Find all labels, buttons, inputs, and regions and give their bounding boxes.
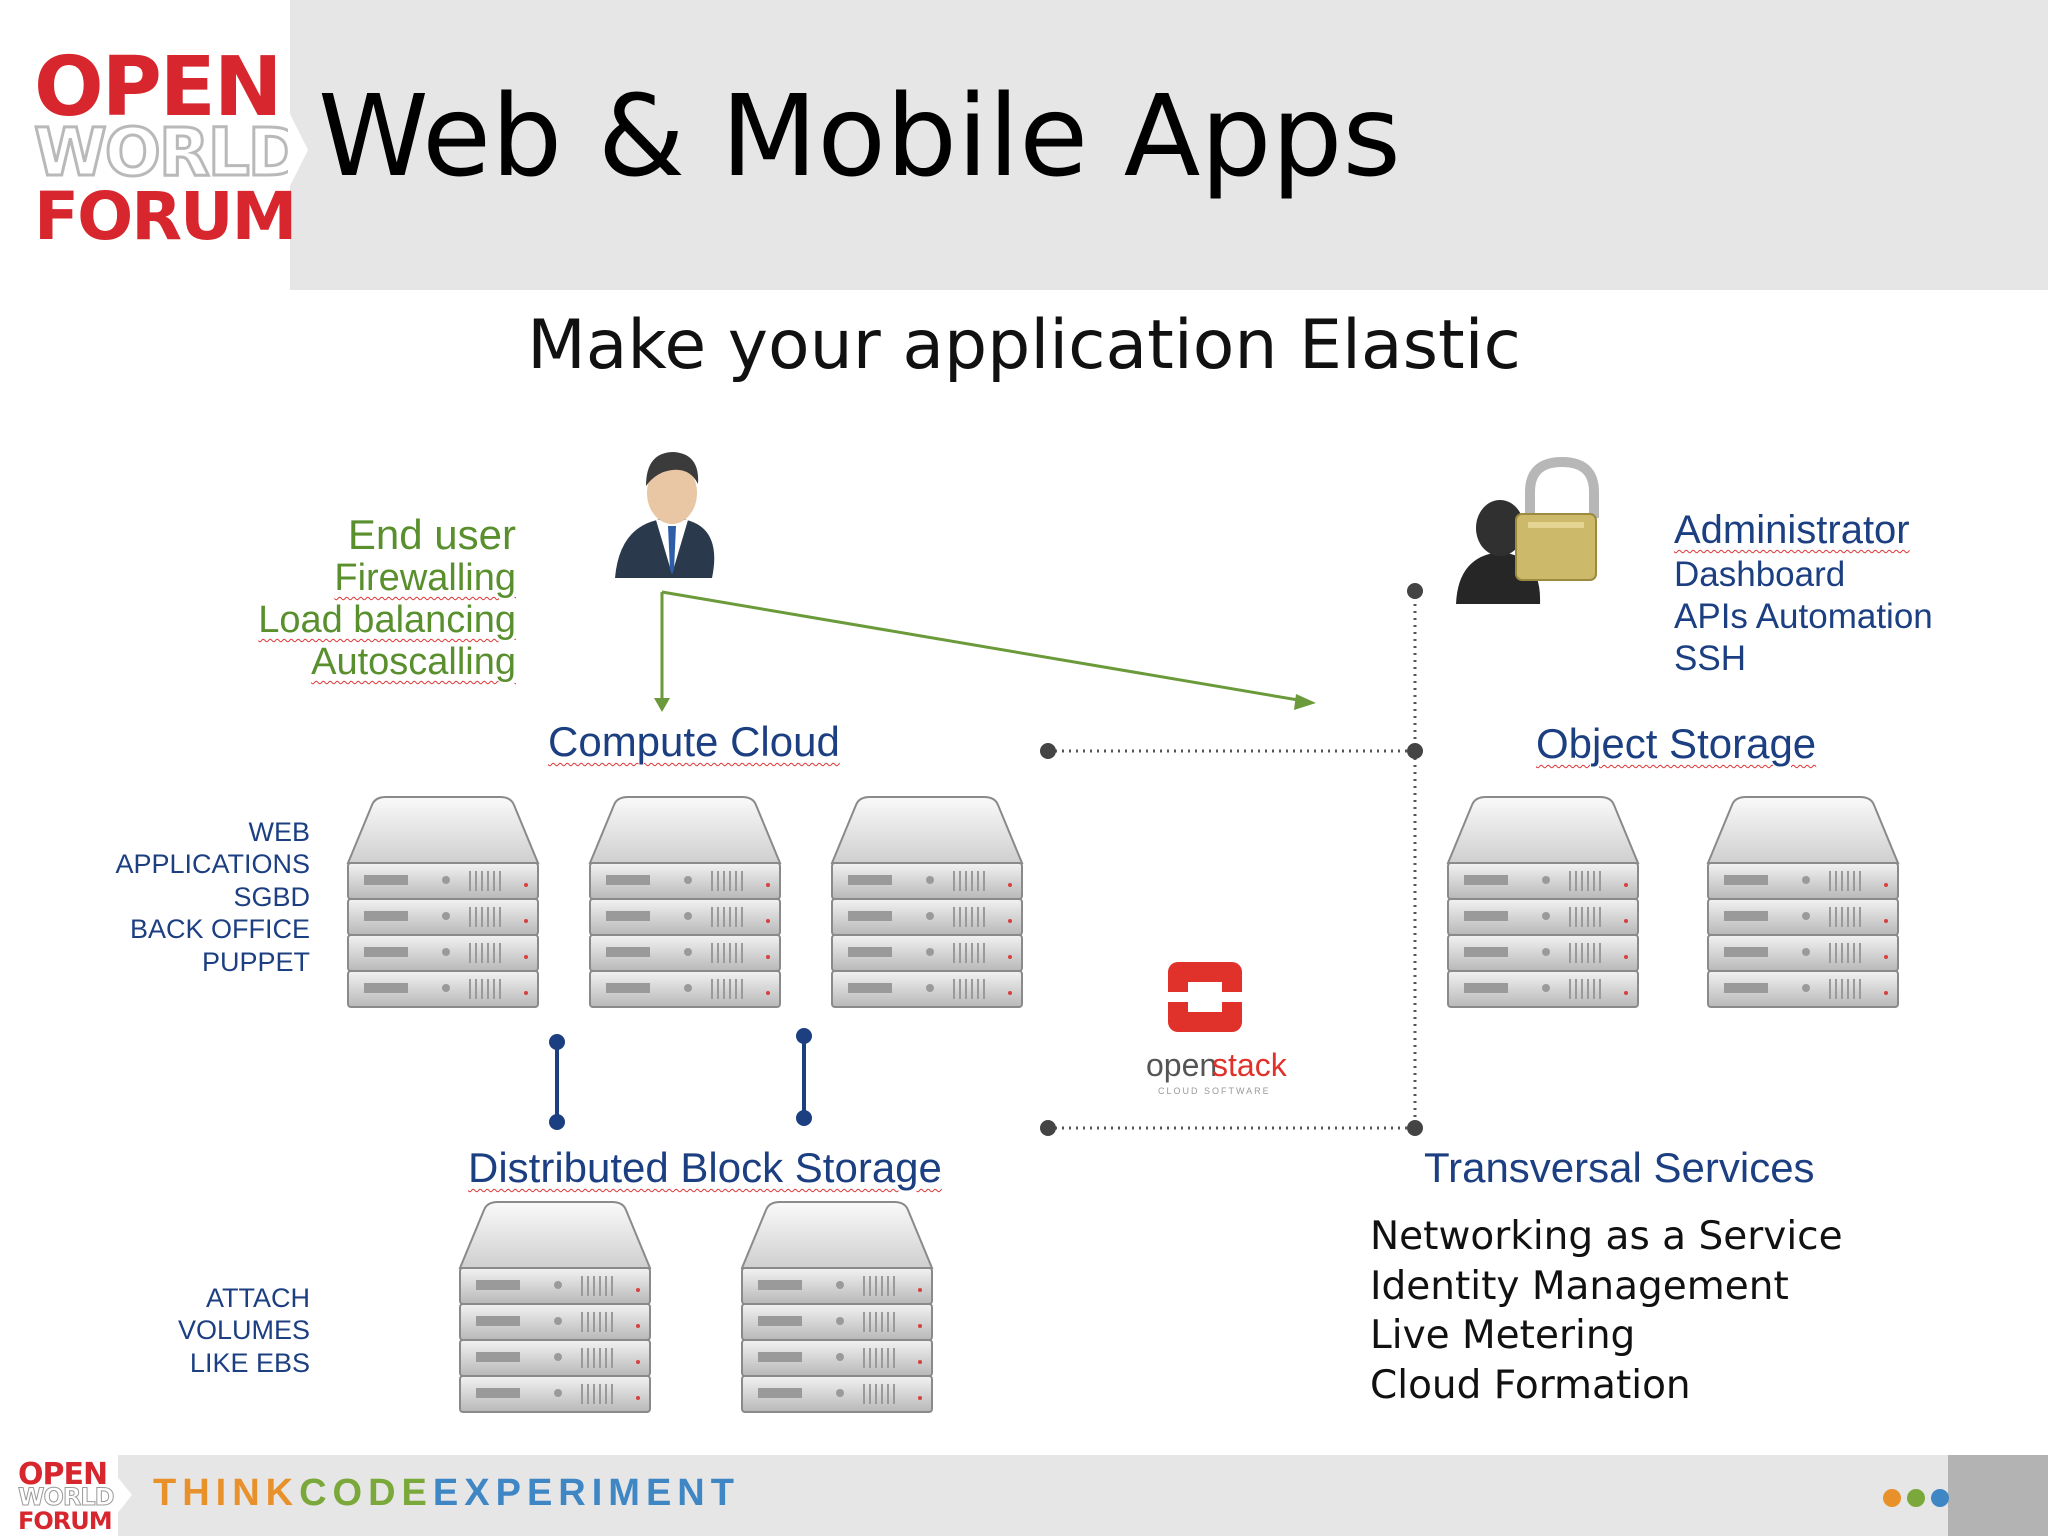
- footer-logo-forum: FORUM: [18, 1507, 113, 1535]
- footer-band: [0, 1455, 2048, 1536]
- header-notch: [288, 110, 308, 190]
- transversal-item: Live Metering: [1370, 1313, 1636, 1359]
- compute-label: SGBD: [233, 881, 310, 912]
- footer-notch: [116, 1475, 132, 1515]
- block-storage-label: LIKE EBS: [189, 1347, 310, 1378]
- open-world-forum-logo: OPEN WORLD FORUM: [0, 0, 304, 290]
- server-icon: [831, 796, 1023, 1008]
- object-storage-title: Object Storage: [1536, 720, 1817, 767]
- admin-lock-icon: [1456, 456, 1599, 604]
- tagline-think: THINK: [153, 1472, 300, 1514]
- block-storage-links: [555, 1036, 806, 1122]
- footer-logo-open: OPEN: [18, 1457, 108, 1492]
- compute-label: PUPPET: [201, 946, 310, 977]
- dotted-connectors: [1048, 590, 1417, 1130]
- compute-label: BACK OFFICE: [129, 914, 310, 945]
- transversal-services-list: Networking as a Service Identity Managem…: [1370, 1212, 1843, 1410]
- administrator-item: Dashboard: [1674, 555, 1846, 594]
- administrator-block: Administrator Dashboard APIs Automation …: [1674, 506, 1933, 680]
- block-storage-label: ATTACH: [206, 1283, 310, 1313]
- compute-label: WEB: [248, 817, 310, 847]
- block-storage-title: Distributed Block Storage: [468, 1144, 942, 1191]
- header-band: [290, 0, 2048, 290]
- page-title: Web & Mobile Apps: [318, 72, 1401, 202]
- tagline-experiment: EXPERIMENT: [432, 1472, 740, 1514]
- openstack-word-open: open: [1146, 1047, 1217, 1083]
- end-user-item: Load balancing: [258, 598, 516, 641]
- page-subtitle: Make your application Elastic: [527, 306, 1521, 385]
- server-icon: [459, 1201, 651, 1413]
- transversal-services-title: Transversal Services: [1424, 1144, 1815, 1191]
- compute-label: APPLICATIONS: [115, 849, 310, 880]
- openstack-logo-icon: [1168, 962, 1242, 1032]
- administrator-item: APIs Automation: [1674, 597, 1933, 636]
- tagline-code: CODE: [299, 1472, 433, 1514]
- logo-line-world: WORLD: [33, 113, 305, 193]
- transversal-item: Cloud Formation: [1370, 1362, 1691, 1408]
- server-icon: [1447, 796, 1639, 1008]
- footer-logo: OPEN WORLD FORUM: [0, 1455, 118, 1536]
- end-user-arrows: [660, 590, 1311, 704]
- block-storage-labels: ATTACH VOLUMES LIKE EBS: [60, 1282, 310, 1379]
- end-user-title: End user: [347, 511, 516, 558]
- server-icon: [347, 796, 539, 1008]
- page-corner-tab: [1948, 1455, 2048, 1536]
- pager-dots-icon: [1883, 1489, 1949, 1507]
- logo-line-forum: FORUM: [34, 178, 297, 255]
- footer-tagline: THINKCODEEXPERIMENT: [153, 1472, 740, 1515]
- administrator-item: SSH: [1674, 639, 1746, 678]
- end-user-item: Firewalling: [334, 557, 516, 600]
- businessman-icon: [615, 452, 715, 578]
- server-icon: [741, 1201, 933, 1413]
- end-user-item: Autoscalling: [311, 640, 516, 683]
- server-icon: [1707, 796, 1899, 1008]
- transversal-item: Identity Management: [1370, 1263, 1789, 1309]
- openstack-tagline: CLOUD SOFTWARE: [1158, 1086, 1271, 1096]
- footer-logo-world: WORLD: [18, 1483, 116, 1512]
- block-storage-label: VOLUMES: [177, 1315, 310, 1346]
- end-user-block: End user Firewalling Load balancing Auto…: [180, 511, 516, 684]
- administrator-title: Administrator: [1674, 508, 1910, 552]
- logo-line-open: OPEN: [34, 40, 282, 135]
- server-icon: [589, 796, 781, 1008]
- transversal-item: Networking as a Service: [1370, 1214, 1843, 1259]
- openstack-word-stack: stack: [1212, 1047, 1288, 1083]
- compute-labels: WEB APPLICATIONS SGBD BACK OFFICE PUPPET: [60, 816, 310, 978]
- compute-cloud-title: Compute Cloud: [548, 718, 840, 765]
